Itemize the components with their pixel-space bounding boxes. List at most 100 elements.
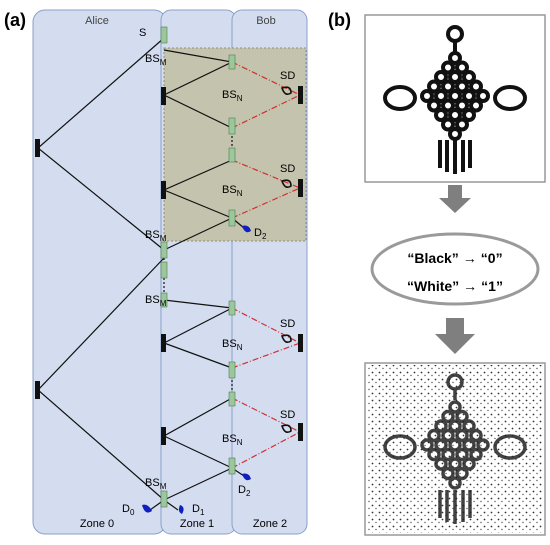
bs-n-label: BSN bbox=[222, 338, 243, 352]
knot-ring bbox=[455, 428, 469, 443]
knot-ring bbox=[455, 60, 469, 75]
knot-ring bbox=[427, 98, 441, 113]
sd-label: SD bbox=[280, 163, 295, 175]
mirror bbox=[35, 381, 40, 399]
beam-splitter bbox=[160, 241, 168, 259]
mirror bbox=[298, 179, 303, 197]
beam-splitter bbox=[228, 117, 236, 135]
sd-detector bbox=[280, 424, 292, 433]
sd-label: SD bbox=[280, 409, 295, 421]
zone-2-label: Zone 2 bbox=[253, 518, 287, 530]
knot-ring bbox=[455, 447, 469, 462]
knot-ring bbox=[434, 89, 448, 103]
bs-m-label: BSM bbox=[145, 294, 167, 308]
red-beams bbox=[231, 61, 301, 469]
down-arrow bbox=[435, 318, 475, 354]
noisy-knot-pattern bbox=[383, 373, 527, 524]
beam-splitter bbox=[160, 261, 168, 279]
panel-b: (b) bbox=[328, 10, 546, 536]
knot-ring bbox=[441, 428, 455, 443]
down-arrow bbox=[439, 185, 471, 213]
knot-ring bbox=[420, 438, 434, 452]
knot-ring bbox=[441, 447, 455, 462]
beam-splitter bbox=[160, 490, 168, 508]
beam-splitter bbox=[228, 457, 236, 475]
knot-ring bbox=[441, 60, 455, 75]
knot-ring bbox=[427, 79, 441, 94]
mirror bbox=[35, 139, 40, 157]
beam-splitter bbox=[228, 391, 236, 407]
knot-ring bbox=[476, 89, 490, 103]
knot-ring bbox=[441, 98, 455, 113]
beam-splitters bbox=[160, 26, 236, 508]
beam-splitter bbox=[228, 300, 236, 316]
knot-ring bbox=[469, 98, 483, 113]
knot-ring bbox=[455, 98, 469, 113]
knot-ring bbox=[434, 457, 448, 471]
mirror bbox=[161, 181, 166, 199]
component-labels: S BSM BSM BSM BSM BSN BSN BSN BSN SD SD … bbox=[122, 27, 295, 517]
knot-ring bbox=[455, 466, 469, 481]
knot-ring bbox=[427, 428, 441, 443]
d2-label: D2 bbox=[254, 227, 267, 241]
beam-splitter bbox=[228, 54, 236, 70]
knot-ring bbox=[448, 476, 462, 490]
knot-ring bbox=[462, 108, 476, 122]
panel-b-label: (b) bbox=[328, 10, 351, 30]
knot-ring bbox=[448, 400, 462, 414]
detector-d0 bbox=[142, 504, 152, 513]
mapping-row-2: “White”→“1” bbox=[407, 278, 503, 294]
shaded-region bbox=[163, 47, 307, 242]
d1-label: D1 bbox=[192, 503, 205, 517]
mirror bbox=[161, 427, 166, 445]
detector-d2-lower bbox=[242, 473, 251, 481]
bs-n-label: BSN bbox=[222, 433, 243, 447]
bs-m-label: BSM bbox=[145, 53, 167, 67]
knot-ring bbox=[448, 108, 462, 122]
knot-ring bbox=[448, 419, 462, 433]
sd-label: SD bbox=[280, 70, 295, 82]
knot-ring bbox=[455, 409, 469, 424]
original-image bbox=[364, 14, 546, 183]
knot-ring bbox=[448, 438, 462, 452]
knot-ring bbox=[469, 79, 483, 94]
knot-ring bbox=[462, 89, 476, 103]
panel-a-label: (a) bbox=[4, 10, 26, 30]
d0-label: D0 bbox=[122, 503, 135, 517]
bs-m-label: BSM bbox=[145, 229, 167, 243]
detector-d2-upper bbox=[242, 225, 251, 233]
zone-0-region bbox=[32, 9, 167, 535]
alice-label: Alice bbox=[85, 15, 109, 27]
knot-ring bbox=[434, 438, 448, 452]
mirrors bbox=[35, 86, 303, 445]
knot-ring bbox=[448, 89, 462, 103]
sd-label: SD bbox=[280, 318, 295, 330]
bs-m-label: BSM bbox=[145, 477, 167, 491]
bs-n-label: BSN bbox=[222, 89, 243, 103]
beam-splitter bbox=[228, 209, 236, 227]
d2-label: D2 bbox=[238, 484, 251, 498]
detectors bbox=[142, 225, 251, 514]
knot-ring bbox=[441, 409, 455, 424]
zone-0-label: Zone 0 bbox=[80, 518, 114, 530]
mirror bbox=[298, 86, 303, 104]
mapping-box: “Black”→“0” “White”→“1” bbox=[370, 232, 540, 306]
knot-ring bbox=[476, 438, 490, 452]
detector-d1 bbox=[178, 505, 184, 514]
mapping-row-1: “Black”→“0” bbox=[407, 250, 502, 266]
mirror bbox=[161, 87, 166, 105]
beam-splitter bbox=[228, 361, 236, 379]
knot-ring bbox=[434, 70, 448, 84]
knot-ring bbox=[448, 127, 462, 141]
mirror bbox=[298, 334, 303, 352]
knot-ring bbox=[448, 51, 462, 65]
knot-ring bbox=[434, 419, 448, 433]
knot-ring bbox=[420, 89, 434, 103]
sd-detector bbox=[280, 334, 292, 343]
knot-ring bbox=[462, 419, 476, 433]
bs-n-label: BSN bbox=[222, 184, 243, 198]
knot-ring bbox=[441, 79, 455, 94]
knot-ring bbox=[469, 428, 483, 443]
beam-splitter bbox=[160, 26, 168, 44]
